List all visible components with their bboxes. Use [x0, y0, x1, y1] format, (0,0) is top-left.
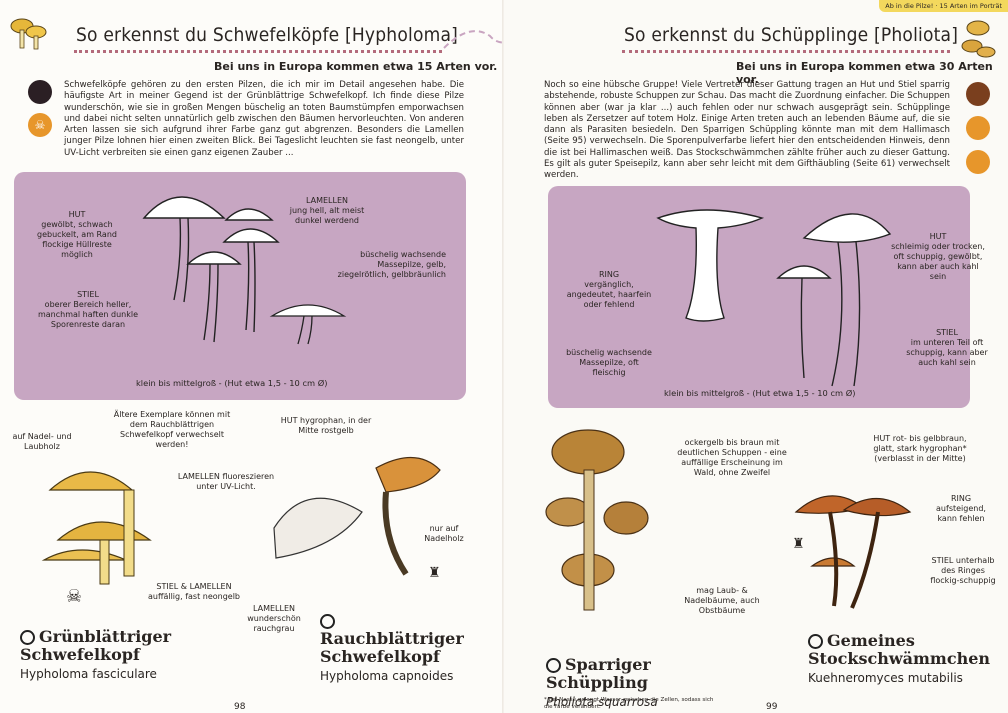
- right-box-hut: HUT schleimig oder trocken, oft schuppig…: [891, 232, 985, 281]
- right-footnote: * Bei Nasse gelangt Wasser zwischen die …: [544, 697, 714, 710]
- cooking-icon-2: [966, 150, 990, 174]
- chef-hat-icon: ♜: [428, 565, 441, 581]
- left-box-stiel: STIEL oberer Bereich heller, manchmal ha…: [37, 290, 138, 329]
- left-page: ☠ So erkennst du Schwefelköpfe [Hypholom…: [8, 14, 504, 712]
- right-s1-color: ockergelb bis braun mit deutlichen Schup…: [677, 438, 787, 477]
- left-s1-lamellen: LAMELLEN fluoreszieren unter UV-Licht.: [177, 472, 275, 491]
- right-species-2: Gemeines Stockschwämmchen Kuehneromyces …: [808, 631, 991, 685]
- right-s2-hut: HUT rot- bis gelbbraun, glatt, stark hyg…: [873, 434, 967, 463]
- kuehneromyces-illustration: [794, 495, 912, 609]
- species-checkbox[interactable]: [808, 634, 823, 649]
- right-box-size: klein bis mittelgroß - (Hut etwa 1,5 - 1…: [664, 388, 856, 398]
- pholiota-illustration: [656, 209, 892, 387]
- dashed-connector: [443, 30, 504, 49]
- right-s1-habitat: mag Laub- & Nadelbäume, auch Obstbäume: [684, 586, 760, 615]
- right-species-1: Sparriger Schüppling Pholiota squarrosa: [546, 655, 658, 709]
- right-purple-box: [548, 186, 970, 408]
- pholiota-squarrosa-illustration: [545, 429, 649, 611]
- right-intro: Noch so eine hübsche Gruppe! Viele Vertr…: [544, 80, 950, 181]
- left-title: So erkennst du Schwefelköpfe [Hypholoma]: [76, 24, 458, 46]
- right-subtitle: Bei uns in Europa kommen etwa 30 Arten v…: [736, 60, 993, 86]
- hypholoma-fasciculare-illustration: [41, 471, 152, 585]
- left-s2-habitat: nur auf Nadelholz: [424, 524, 464, 543]
- brown-spore-icon: [966, 82, 990, 106]
- left-s1-confusion: Ältere Exemplare können mit dem Rauchblä…: [113, 410, 231, 449]
- left-species-2: Rauchblättriger Schwefelkopf Hypholoma c…: [320, 612, 480, 683]
- left-species-1: Grünblättriger Schwefelkopf Hypholoma fa…: [20, 627, 172, 681]
- small-mushroom-illustration: [269, 304, 347, 345]
- left-box-size: klein bis mittelgroß - (Hut etwa 1,5 - 1…: [136, 378, 328, 388]
- right-s2-ring: RING aufsteigend, kann fehlen: [936, 494, 986, 523]
- left-box-hut: HUT gewölbt, schwach gebuckelt, am Rand …: [37, 210, 117, 259]
- hypholoma-capnoides-illustration: [273, 456, 441, 576]
- right-box-ring: RING vergänglich, angedeutet, haarfein o…: [566, 270, 652, 309]
- left-s2-lamellen: LAMELLEN wunderschön rauchgrau: [247, 604, 301, 633]
- dark-spore-icon: [28, 80, 52, 104]
- left-s1-habitat: auf Nadel- und Laubholz: [12, 432, 72, 451]
- right-page-number: 99: [766, 702, 778, 712]
- chef-hat-icon: ♜: [792, 536, 805, 552]
- cooking-icon: [966, 116, 990, 140]
- species-checkbox[interactable]: [20, 630, 35, 645]
- right-page: Ab in die Pilze! · 15 Arten im Porträt S…: [504, 0, 1008, 713]
- left-s2-hut: HUT hygrophan, in der Mitte rostgelb: [280, 416, 372, 435]
- mushroom-cluster-icon: [961, 20, 996, 58]
- left-subtitle: Bei uns in Europa kommen etwa 15 Arten v…: [214, 60, 498, 73]
- cooking-icon: ☠: [28, 113, 52, 137]
- left-icon-column: [8, 14, 47, 58]
- left-page-number: 98: [234, 702, 246, 712]
- left-box-growth: büschelig wachsende Massepilze, gelb, zi…: [337, 250, 446, 279]
- species-checkbox[interactable]: [546, 658, 561, 673]
- hypholoma-illustration: [142, 196, 280, 343]
- right-box-growth: büschelig wachsende Massepilze, oft flei…: [566, 348, 652, 377]
- skull-icon: ☠: [66, 586, 83, 607]
- left-box-lamellen: LAMELLEN jung hell, alt meist dunkel wer…: [289, 196, 365, 225]
- mushroom-cluster-icon: [10, 18, 47, 50]
- right-box-stiel: STIEL im unteren Teil oft schuppig, kann…: [906, 328, 988, 367]
- chapter-header-tab: Ab in die Pilze! · 15 Arten im Porträt: [879, 0, 1008, 12]
- right-s2-stiel: STIEL unterhalb des Ringes flockig-schup…: [930, 556, 996, 585]
- left-intro: Schwefelköpfe gehören zu den ersten Pilz…: [64, 80, 464, 158]
- species-checkbox[interactable]: [320, 614, 335, 629]
- left-title-underline: [74, 50, 442, 53]
- right-title-underline: [622, 50, 950, 53]
- left-s1-stiel: STIEL & LAMELLEN auffällig, fast neongel…: [147, 582, 241, 601]
- right-title: So erkennst du Schüpplinge [Pholiota]: [624, 24, 959, 46]
